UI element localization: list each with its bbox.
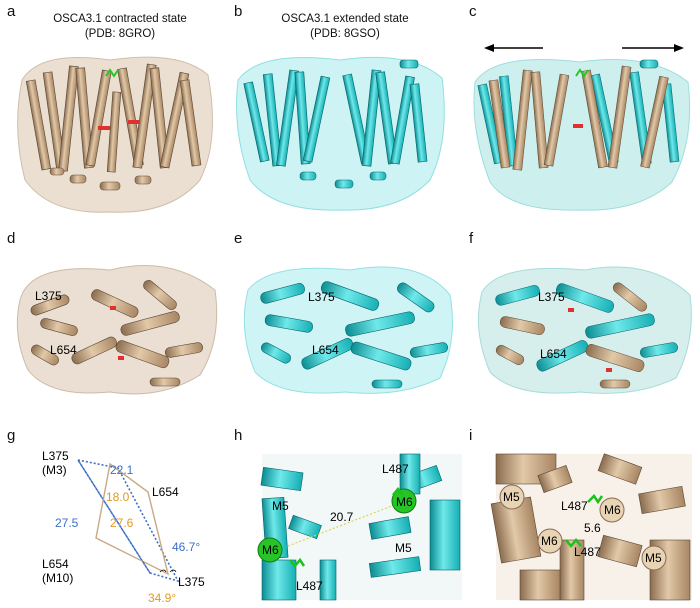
arrow-right [622, 44, 684, 52]
g-bottom-left-sub: (M10) [42, 571, 73, 585]
panel-label-c: c [469, 3, 477, 20]
label-e-l375: L375 [308, 290, 335, 304]
panel-label-a: a [7, 3, 16, 20]
structure-f [477, 266, 692, 394]
structure-e [243, 266, 453, 394]
arrow-left [484, 44, 543, 52]
label-f-l375: L375 [538, 290, 565, 304]
g-bottom-left: L654 [42, 557, 69, 571]
g-right-mid: L654 [152, 485, 179, 499]
title-b-line1: OSCA3.1 extended state [281, 13, 409, 25]
label-f-l654: L654 [540, 347, 567, 361]
g-top-left: L375 [42, 449, 69, 463]
i-m6-left: M6 [541, 534, 558, 548]
g-blue-top: 22.1 [110, 463, 134, 477]
label-d-l654: L654 [50, 343, 77, 357]
label-e-l654: L654 [312, 343, 339, 357]
label-d-l375: L375 [35, 289, 62, 303]
h-m5-right: M5 [395, 541, 412, 555]
title-b-line2: (PDB: 8GSO) [310, 28, 380, 40]
title-a-line1: OSCA3.1 contracted state [53, 13, 187, 25]
panel-label-e: e [234, 230, 243, 247]
h-l487-bottom: L487 [296, 579, 323, 593]
panel-label-f: f [469, 230, 474, 247]
structure-b [236, 56, 445, 211]
g-top-left-sub: (M3) [42, 463, 67, 477]
i-m6-right: M6 [604, 503, 621, 517]
g-blue-left: 27.5 [55, 516, 79, 530]
structure-a [17, 56, 213, 213]
i-l487-bottom: L487 [574, 545, 601, 559]
i-dist: 5.6 [584, 521, 601, 535]
closeup-i [490, 453, 692, 601]
panel-label-g: g [7, 427, 16, 444]
h-dist: 20.7 [330, 510, 354, 524]
panel-label-i: i [469, 427, 473, 444]
geometry-g [76, 458, 180, 583]
title-a: OSCA3.1 contracted state (PDB: 8GRO) [20, 12, 220, 42]
structure-d [16, 265, 218, 395]
h-m6-left: M6 [262, 543, 279, 557]
i-m5-right: M5 [645, 551, 662, 565]
h-l487-top: L487 [382, 462, 409, 476]
g-orange-angle: 34.9° [148, 591, 176, 605]
closeup-h [257, 453, 462, 601]
i-m5-left: M5 [503, 490, 520, 504]
h-m5-left: M5 [272, 499, 289, 513]
title-b: OSCA3.1 extended state (PDB: 8GSO) [240, 12, 450, 42]
panel-label-b: b [234, 3, 243, 20]
panel-label-h: h [234, 427, 243, 444]
h-m6-right: M6 [396, 495, 413, 509]
structure-c [473, 59, 691, 211]
panel-label-d: d [7, 230, 16, 247]
i-l487-top: L487 [561, 499, 588, 513]
tan-quad [95, 462, 170, 576]
g-orange-mid: 27.6 [110, 516, 134, 530]
title-a-line2: (PDB: 8GRO) [84, 28, 156, 40]
blue-quad [76, 458, 180, 583]
g-blue-angle: 46.7° [172, 540, 200, 554]
g-orange-top: 18.0 [106, 490, 130, 504]
g-bottom-right: L375 [178, 575, 205, 589]
